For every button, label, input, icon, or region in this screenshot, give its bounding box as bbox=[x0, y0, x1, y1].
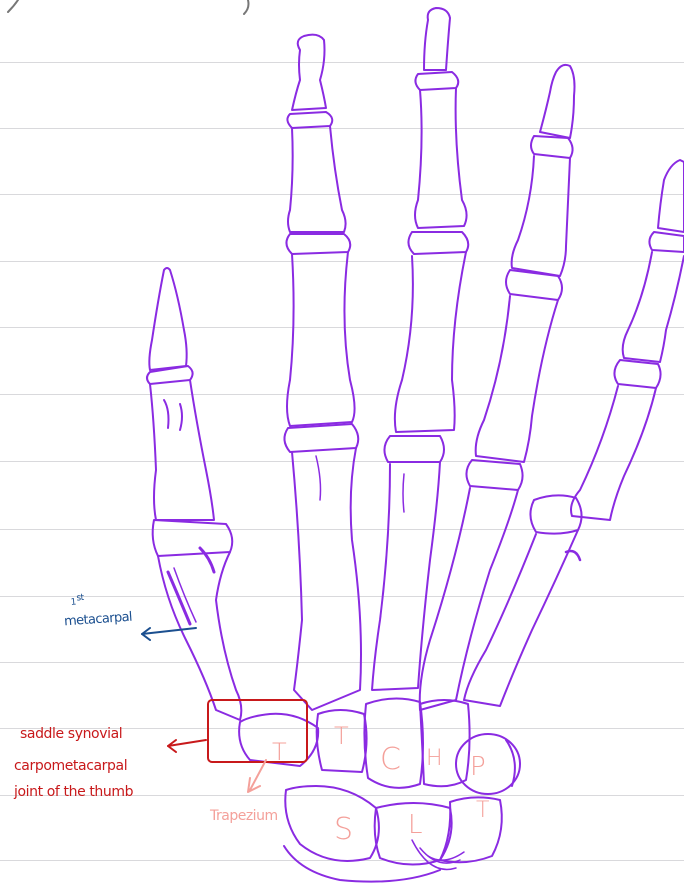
saddle-joint-box bbox=[208, 700, 307, 762]
saddle-label-line1: saddle synovial bbox=[20, 726, 122, 742]
trapezium-arrow bbox=[250, 760, 266, 790]
first-metacarpal-number: 1 bbox=[70, 598, 76, 608]
carpal-letter-trapezium: T bbox=[272, 738, 287, 766]
carpal-letter-pisiform: P bbox=[470, 752, 486, 782]
carpal-letter-scaphoid: S bbox=[334, 812, 353, 847]
index-finger-bones bbox=[284, 35, 361, 710]
carpal-letter-capitate: C bbox=[380, 742, 401, 777]
little-finger-bones bbox=[464, 160, 684, 706]
carpal-letter-hamate: H bbox=[426, 746, 443, 771]
trapezium-label: Trapezium bbox=[210, 808, 278, 824]
thumb-bones bbox=[147, 268, 241, 720]
middle-finger-bones bbox=[372, 8, 468, 690]
saddle-label-line2: carpometacarpal bbox=[14, 758, 127, 774]
carpal-letter-triquetrum: T bbox=[476, 798, 489, 823]
carpal-bones bbox=[239, 698, 520, 881]
first-metacarpal-superscript: st bbox=[76, 593, 84, 603]
carpal-letter-lunate: L bbox=[408, 810, 423, 840]
saddle-label-line3: joint of the thumb bbox=[14, 784, 133, 800]
carpal-letter-trapezoid: T bbox=[334, 722, 349, 750]
ring-finger-bones bbox=[420, 65, 575, 710]
